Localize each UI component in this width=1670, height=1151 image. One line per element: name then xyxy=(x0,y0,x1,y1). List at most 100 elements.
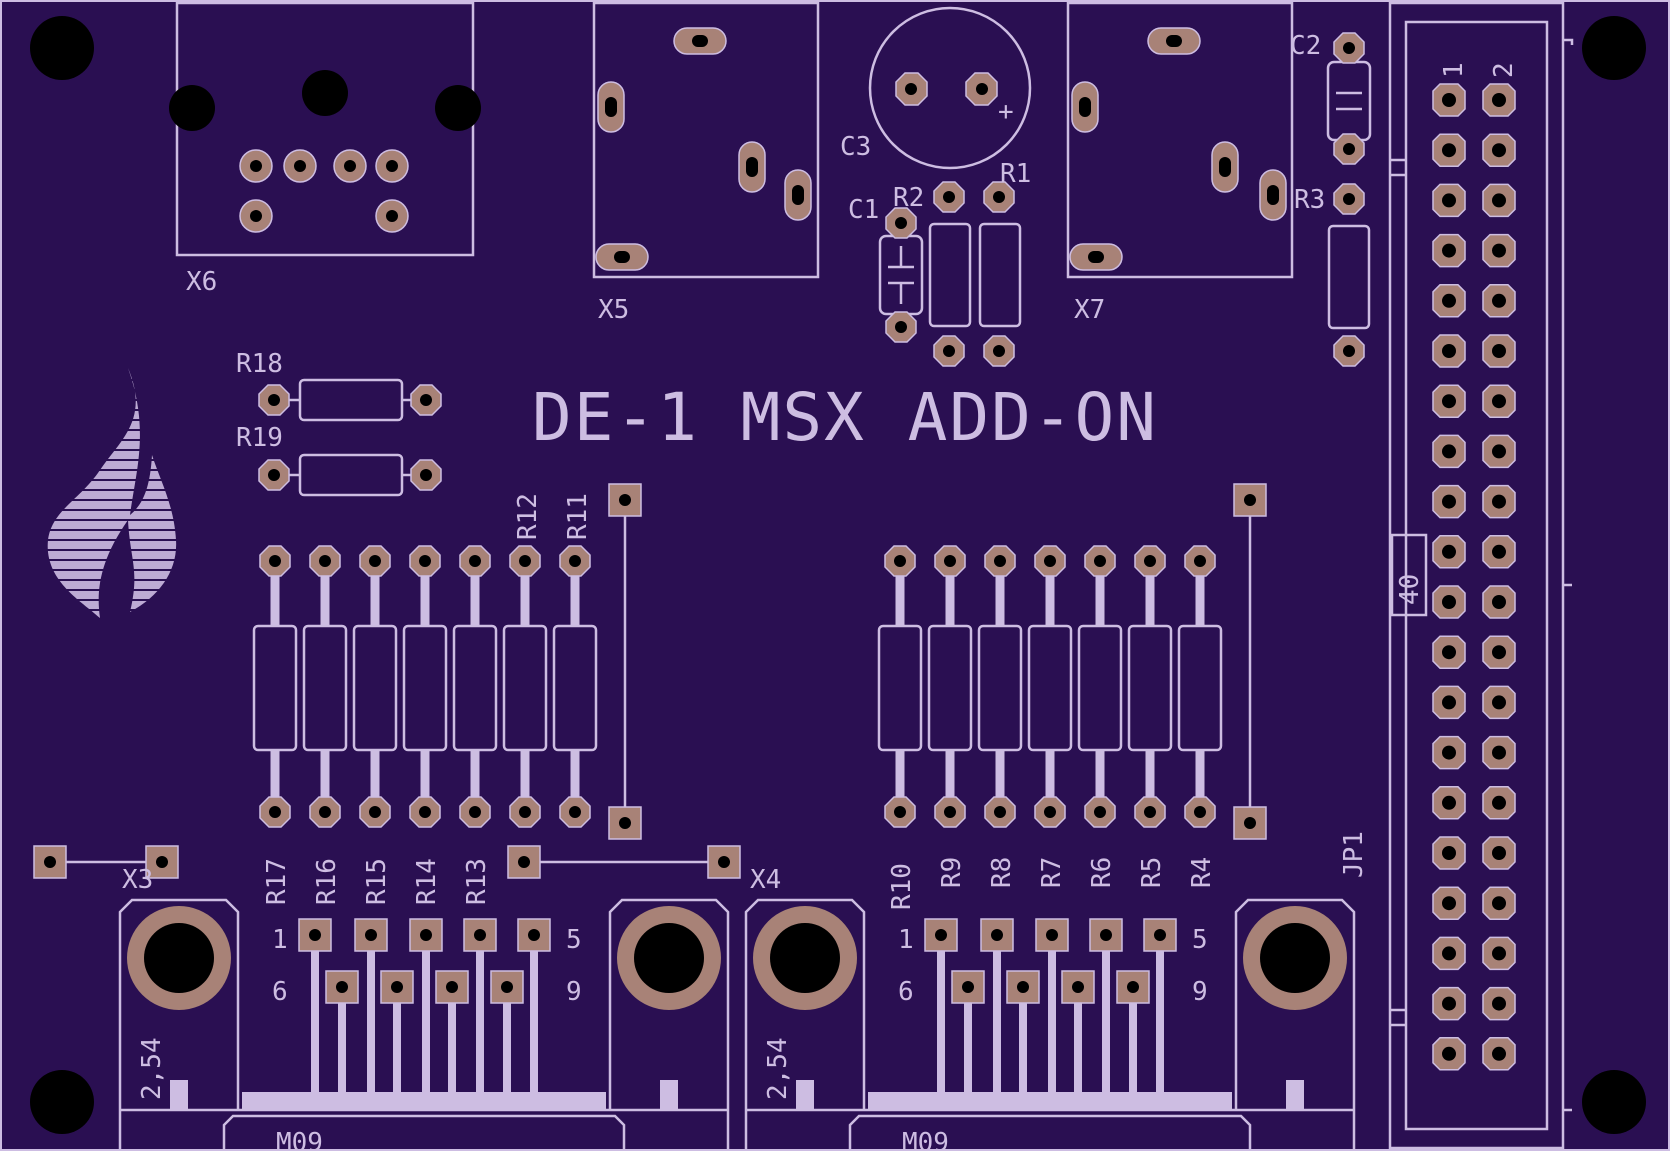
c2-label: C2 xyxy=(1290,31,1321,61)
jp1-pin-drill xyxy=(1442,745,1456,760)
jp1-pin-drill xyxy=(1492,645,1506,660)
mounting-hole xyxy=(30,16,94,80)
jumper-x3: X3 xyxy=(33,845,179,895)
jp1-pin-drill xyxy=(1442,1046,1456,1061)
jp1-pin-drill xyxy=(1492,344,1506,358)
connector-x6: X6 xyxy=(169,1,481,297)
r14-label: R14 xyxy=(412,858,442,905)
jp1-pin-drill xyxy=(1492,1046,1506,1061)
resistor-bank-right: R10 R9 R8 R7 R6 R5 R4 xyxy=(877,483,1267,910)
jp1-pin-drill xyxy=(1492,243,1506,258)
jp1-label: JP1 xyxy=(1339,831,1369,878)
resistor-r19: R19 xyxy=(236,423,442,497)
resistor-r9 xyxy=(927,545,973,828)
jp1-pin-drill xyxy=(1442,394,1456,409)
resistor-r5 xyxy=(1127,545,1173,828)
r7-label: R7 xyxy=(1037,857,1067,888)
flame-logo xyxy=(40,368,190,618)
c1-label: C1 xyxy=(848,195,879,225)
db9-left-type: M09 xyxy=(276,1128,323,1151)
jp1-pin-drill xyxy=(1492,745,1506,760)
jp1-pin-drill xyxy=(1442,293,1456,308)
header-jp1: 40 1 2 JP1 xyxy=(1339,1,1574,1150)
x3-label: X3 xyxy=(122,865,153,895)
jp1-pin-drill xyxy=(1442,946,1456,961)
x6-label: X6 xyxy=(186,267,217,297)
r4-label: R4 xyxy=(1187,857,1217,888)
x5-label: X5 xyxy=(598,295,629,325)
capacitor-c1: C1 xyxy=(848,195,924,343)
r12-label: R12 xyxy=(513,493,543,540)
r16-label: R16 xyxy=(312,858,342,905)
jp1-pin-drill xyxy=(1492,143,1506,158)
resistor-r11 xyxy=(552,545,598,828)
jp1-pin-drill xyxy=(1492,494,1506,509)
jumper-x4: X4 xyxy=(507,845,781,895)
r6-label: R6 xyxy=(1087,857,1117,888)
connector-x7: X7 xyxy=(1066,1,1294,325)
r13-label: R13 xyxy=(462,858,492,905)
jp1-pin2-label: 2 xyxy=(1489,62,1519,78)
resistor-r7 xyxy=(1027,545,1073,828)
resistor-r3: R3 xyxy=(1294,183,1371,367)
jp1-pin-drill xyxy=(1492,394,1506,409)
r10-label: R10 xyxy=(887,863,917,910)
c3-polarity: + xyxy=(998,97,1014,127)
resistor-r13 xyxy=(452,545,498,828)
db9-left-pin9: 9 xyxy=(566,977,582,1007)
jp1-pin-drill xyxy=(1492,846,1506,860)
jp1-pin-drill xyxy=(1442,695,1456,710)
jp1-pin-drill xyxy=(1442,344,1456,358)
jp1-pin-drill xyxy=(1442,494,1456,509)
jp1-pin-drill xyxy=(1442,846,1456,860)
db9-connector-right: 1 5 6 9 2,54 M09 xyxy=(744,898,1356,1151)
mounting-hole xyxy=(30,1070,94,1134)
jp1-pin-drill xyxy=(1442,93,1456,107)
jp1-pin-drill xyxy=(1442,193,1456,208)
jp1-pin40-label: 40 xyxy=(1395,574,1425,605)
jp1-pin-drill xyxy=(1492,544,1506,559)
r18-label: R18 xyxy=(236,349,283,379)
resistor-r8 xyxy=(977,545,1023,828)
db9-right-pin9: 9 xyxy=(1192,977,1208,1007)
resistor-r16 xyxy=(302,545,348,828)
jp1-pin-drill xyxy=(1492,293,1506,308)
resistor-r17 xyxy=(252,545,298,828)
jp1-pin-drill xyxy=(1492,444,1506,459)
jp1-pin-drill xyxy=(1492,795,1506,810)
db9-right-pin6: 6 xyxy=(898,977,914,1007)
resistor-r18: R18 xyxy=(236,349,442,422)
capacitor-c3: + C3 xyxy=(840,6,1032,170)
jp1-pin-drill xyxy=(1442,143,1456,158)
jp1-pin-drill xyxy=(1442,645,1456,660)
capacitor-c2: C2 xyxy=(1290,31,1372,165)
db9-right-pin5: 5 xyxy=(1192,925,1208,955)
db9-left-pin6: 6 xyxy=(272,977,288,1007)
jp1-pin-drill xyxy=(1492,695,1506,710)
resistor-bank-left: R12 R11 R17 R16 R15 R14 R13 xyxy=(252,483,642,905)
jp1-pin-drill xyxy=(1442,243,1456,258)
jp1-pin-drill xyxy=(1492,595,1506,609)
r1-label: R1 xyxy=(1000,159,1031,189)
jp1-pin-drill xyxy=(1442,996,1456,1011)
r9-label: R9 xyxy=(937,857,967,888)
db9-right-type: M09 xyxy=(902,1128,949,1151)
jp1-pins xyxy=(1432,83,1516,1071)
r3-label: R3 xyxy=(1294,185,1325,215)
jp1-pin-drill xyxy=(1492,93,1506,107)
jp1-pin1-label: 1 xyxy=(1439,62,1469,78)
r8-label: R8 xyxy=(987,857,1017,888)
mounting-hole xyxy=(1582,16,1646,80)
r5-label: R5 xyxy=(1137,857,1167,888)
resistor-r15 xyxy=(352,545,398,828)
resistor-r4 xyxy=(1177,545,1223,828)
jp1-pin-drill xyxy=(1492,996,1506,1011)
db9-right-pin1: 1 xyxy=(898,925,914,955)
jp1-pin-drill xyxy=(1442,544,1456,559)
jp1-pin-drill xyxy=(1442,595,1456,609)
resistor-r1: R1 xyxy=(978,159,1031,367)
resistor-r12 xyxy=(502,545,548,828)
r11-label: R11 xyxy=(563,493,593,540)
connector-x5: X5 xyxy=(592,1,820,325)
